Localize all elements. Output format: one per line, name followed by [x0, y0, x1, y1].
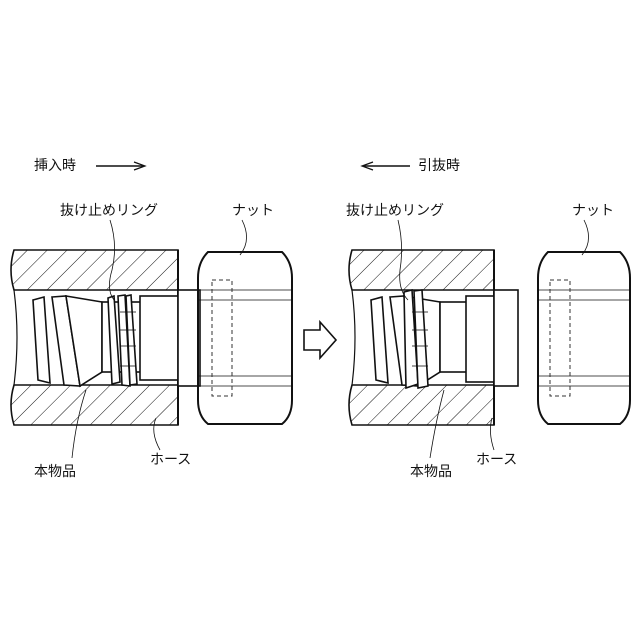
left-main-article-label: 本物品: [34, 464, 76, 480]
left-nut-label: ナット: [232, 203, 274, 219]
right-nut-label: ナット: [572, 203, 614, 219]
left-retaining-ring-label: 抜け止めリング: [60, 203, 158, 219]
transition-arrow: [304, 322, 336, 358]
right-hose-label: ホース: [476, 452, 517, 468]
left-hose-label: ホース: [150, 452, 191, 468]
insert-time-label: 挿入時: [34, 158, 76, 174]
right-body-cone: [371, 290, 494, 388]
left-nut: [198, 252, 292, 424]
insert-direction-arrow: [96, 162, 145, 170]
pull-time-label: 引抜時: [418, 158, 460, 174]
right-retaining-ring-label: 抜け止めリング: [346, 203, 444, 219]
right-neck: [494, 290, 518, 386]
pull-direction-arrow: [362, 162, 410, 170]
right-main-article-label: 本物品: [410, 464, 452, 480]
left-neck: [178, 290, 200, 386]
left-body-cone: [33, 295, 178, 386]
right-nut: [538, 252, 630, 424]
